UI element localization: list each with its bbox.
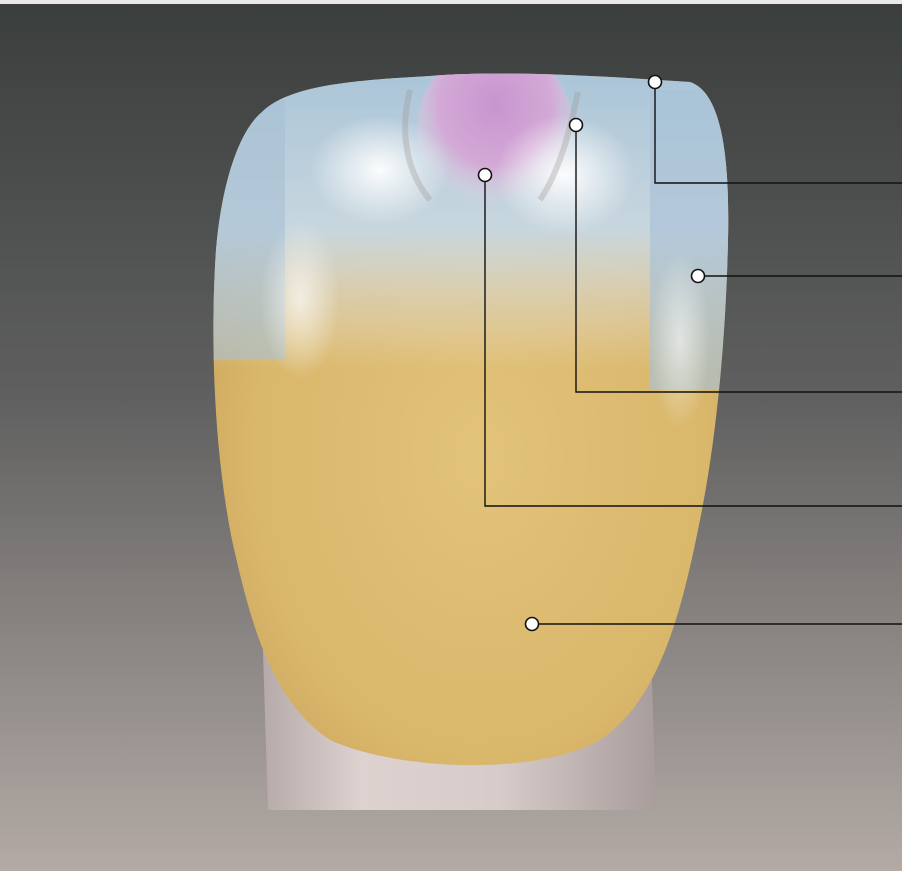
- callout-incisal-edge-marker: [649, 76, 662, 89]
- top-frame-band: [0, 0, 902, 4]
- white-effect-left: [310, 115, 450, 225]
- callout-blue-translucent-marker: [692, 270, 705, 283]
- white-effect-right: [495, 115, 635, 235]
- callout-violet-mamelon-marker: [479, 169, 492, 182]
- callout-body-dentin-marker: [526, 618, 539, 631]
- callout-white-effect-marker: [570, 119, 583, 132]
